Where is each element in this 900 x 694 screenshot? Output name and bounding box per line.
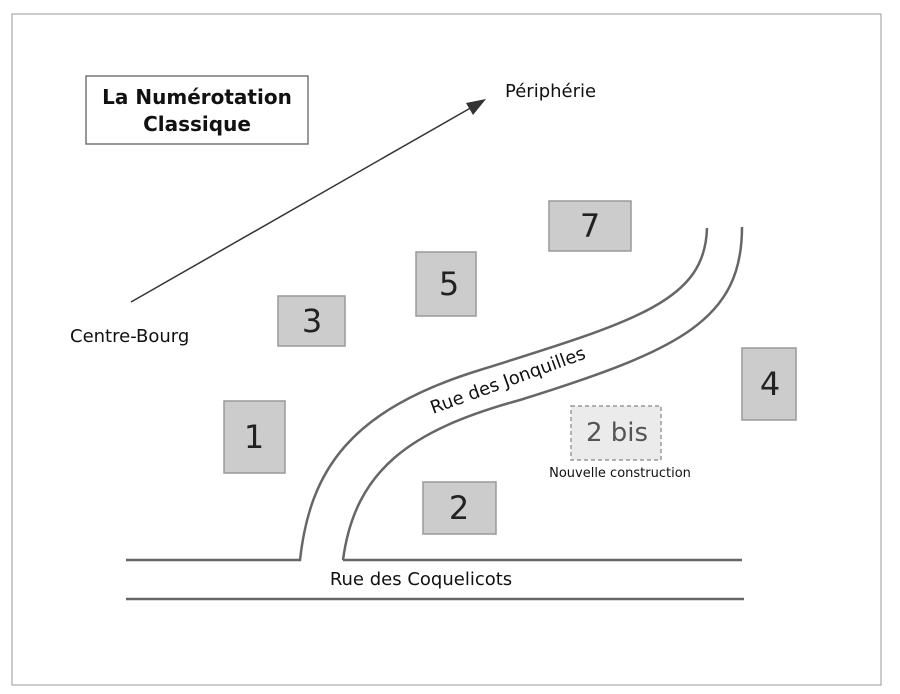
house-7: 7 — [548, 200, 632, 252]
house-number: 3 — [302, 302, 322, 340]
house-4: 4 — [741, 347, 797, 421]
house-number: 1 — [244, 418, 264, 456]
house-number: 2 — [449, 489, 469, 527]
title-line-2: Classique — [143, 112, 251, 136]
house-3: 3 — [277, 295, 346, 347]
house-2: 2 — [422, 481, 497, 535]
arrow-shaft — [130, 105, 475, 303]
arrow-head — [466, 99, 486, 115]
house-5: 5 — [415, 251, 477, 317]
house-number-2-bis: 2 bis — [586, 418, 648, 448]
label-nouvelle-construction: Nouvelle construction — [549, 466, 691, 481]
house-2-bis: 2 bis — [570, 405, 662, 461]
road-edge-jonquilles-outer — [341, 226, 744, 561]
house-1: 1 — [223, 400, 286, 474]
label-centre-bourg: Centre-Bourg — [70, 326, 189, 347]
title-border — [85, 75, 309, 145]
direction-arrow — [130, 99, 486, 303]
title-line-1: La Numérotation — [102, 85, 292, 109]
house-number: 4 — [760, 365, 780, 403]
house-number: 7 — [580, 207, 600, 245]
label-rue-des-coquelicots: Rue des Coquelicots — [330, 569, 512, 590]
rue-des-coquelicots — [126, 226, 744, 601]
road-edge-upper — [126, 227, 709, 562]
house-number: 5 — [439, 265, 459, 303]
label-peripherie: Périphérie — [505, 81, 596, 102]
title-box: La Numérotation Classique — [85, 75, 309, 145]
